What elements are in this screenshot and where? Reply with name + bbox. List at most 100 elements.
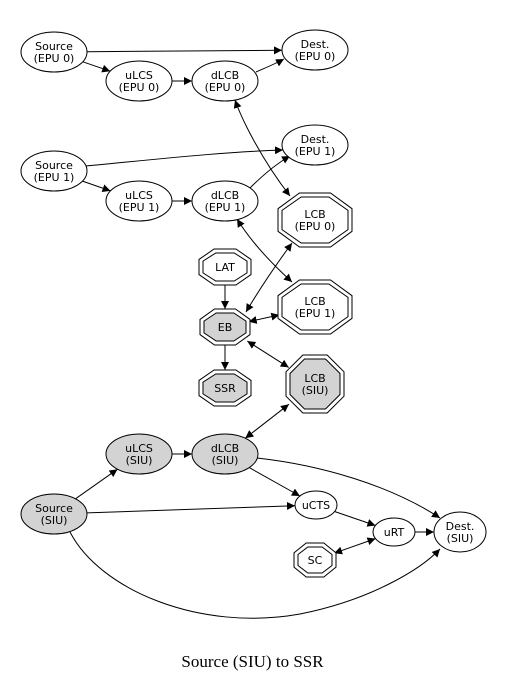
node-shape: [20, 493, 88, 535]
node-dlcb-epu0: dLCB(EPU 0): [191, 60, 259, 102]
node-label: LCB: [304, 372, 325, 385]
node-label: uCTS: [302, 499, 330, 512]
node-shape: [203, 312, 247, 342]
node-shape: [191, 180, 259, 222]
edges: [69, 46, 441, 619]
node-shape: [289, 358, 341, 410]
node-label: (EPU 1): [295, 307, 336, 320]
node-label: (EPU 1): [295, 145, 336, 158]
node-source-epu1: Source(EPU 1): [20, 150, 88, 192]
node-shape: [433, 511, 487, 553]
node-label: EB: [218, 321, 233, 334]
node-label: Dest.: [446, 520, 475, 533]
node-shape: [281, 29, 349, 71]
node-ssr: SSR: [198, 369, 252, 407]
node-label: uLCS: [125, 189, 153, 202]
node-label: (SIU): [447, 532, 474, 545]
node-label: (SIU): [212, 454, 239, 467]
node-label: (SIU): [302, 384, 329, 397]
node-eb: EB: [199, 308, 251, 346]
node-label: dLCB: [211, 69, 239, 82]
node-shape: [20, 150, 88, 192]
node-label: (SIU): [41, 514, 68, 527]
node-shape: [202, 373, 248, 403]
node-dlcb-siu: dLCB(SIU): [191, 433, 259, 475]
node-label: Source: [35, 159, 73, 172]
edge-dlcb-epu0-to-lcb-epu0: [233, 99, 291, 197]
node-label: Dest.: [301, 38, 330, 51]
node-dest-epu0: Dest.(EPU 0): [281, 29, 349, 71]
node-label: Dest.: [301, 133, 330, 146]
node-label: (EPU 0): [34, 52, 75, 65]
node-label: uLCS: [125, 69, 153, 82]
node-shape: [105, 180, 173, 222]
node-sc: SC: [293, 542, 337, 578]
edge-eb-to-lcb-epu0: [245, 242, 293, 313]
node-label: Source: [35, 40, 73, 53]
node-shape: [281, 196, 349, 244]
node-label: (SIU): [126, 454, 153, 467]
node-shape: [281, 283, 349, 331]
node-shape: [191, 60, 259, 102]
node-label: uLCS: [125, 442, 153, 455]
node-label: uRT: [384, 526, 405, 539]
diagram-caption: Source (SIU) to SSR: [181, 652, 324, 671]
node-label: LCB: [304, 295, 325, 308]
edge-ucts-to-urt: [334, 511, 376, 527]
edge-dlcb-epu1-to-dest-epu1: [249, 155, 291, 189]
node-dest-siu: Dest.(SIU): [433, 511, 487, 553]
edge-source-epu0-to-dest-epu0: [86, 46, 283, 55]
node-label: LAT: [215, 261, 235, 274]
node-label: (EPU 1): [34, 171, 75, 184]
edge-source-siu-to-ucts: [86, 501, 296, 514]
node-label: (EPU 0): [205, 81, 246, 94]
node-urt: uRT: [372, 517, 416, 547]
edge-source-siu-to-dest-siu: [69, 531, 441, 619]
node-label: (EPU 0): [295, 50, 336, 63]
node-label: SSR: [214, 382, 236, 395]
node-shape: [281, 124, 349, 166]
node-label: Source: [35, 502, 73, 515]
edge-source-siu-to-ulcs-siu: [75, 468, 118, 500]
node-label: SC: [308, 554, 323, 567]
node-lcb-epu1: LCB(EPU 1): [277, 279, 353, 335]
node-dest-epu1: Dest.(EPU 1): [281, 124, 349, 166]
node-ulcs-epu1: uLCS(EPU 1): [105, 180, 173, 222]
node-label: dLCB: [211, 189, 239, 202]
node-lat: LAT: [198, 248, 252, 286]
node-source-siu: Source(SIU): [20, 493, 88, 535]
node-source-epu0: Source(EPU 0): [20, 31, 88, 73]
node-lcb-siu: LCB(SIU): [285, 354, 345, 414]
edge-eb-to-lcb-epu1: [248, 312, 280, 324]
node-label: (EPU 1): [205, 201, 246, 214]
edge-dlcb-siu-to-dest-siu: [256, 457, 441, 519]
node-ucts: uCTS: [294, 490, 338, 520]
edge-dlcb-siu-to-lcb-siu: [244, 403, 290, 439]
node-shape: [202, 252, 248, 282]
edge-eb-to-lcb-siu: [247, 340, 289, 368]
node-label: (EPU 0): [295, 220, 336, 233]
node-shape: [297, 546, 333, 574]
node-shape: [191, 433, 259, 475]
edge-dlcb-epu0-to-dest-epu0: [255, 58, 285, 73]
node-lcb-epu0: LCB(EPU 0): [277, 192, 353, 248]
node-label: dLCB: [211, 442, 239, 455]
node-ulcs-siu: uLCS(SIU): [105, 433, 173, 475]
edge-source-epu1-to-dest-epu1: [85, 146, 284, 167]
node-label: (EPU 0): [119, 81, 160, 94]
nodes: Source(EPU 0)Dest.(EPU 0)uLCS(EPU 0)dLCB…: [20, 29, 487, 578]
edge-sc-to-urt: [333, 537, 376, 555]
node-shape: [20, 31, 88, 73]
node-shape: [105, 433, 173, 475]
node-dlcb-epu1: dLCB(EPU 1): [191, 180, 259, 222]
edge-dlcb-siu-to-ucts: [248, 467, 301, 497]
node-shape: [294, 490, 338, 520]
edge-source-epu0-to-ulcs-epu0: [82, 61, 111, 73]
node-shape: [372, 517, 416, 547]
node-label: LCB: [304, 208, 325, 221]
node-label: (EPU 1): [119, 201, 160, 214]
edge-source-epu1-to-ulcs-epu1: [82, 180, 111, 193]
node-shape: [105, 60, 173, 102]
node-ulcs-epu0: uLCS(EPU 0): [105, 60, 173, 102]
